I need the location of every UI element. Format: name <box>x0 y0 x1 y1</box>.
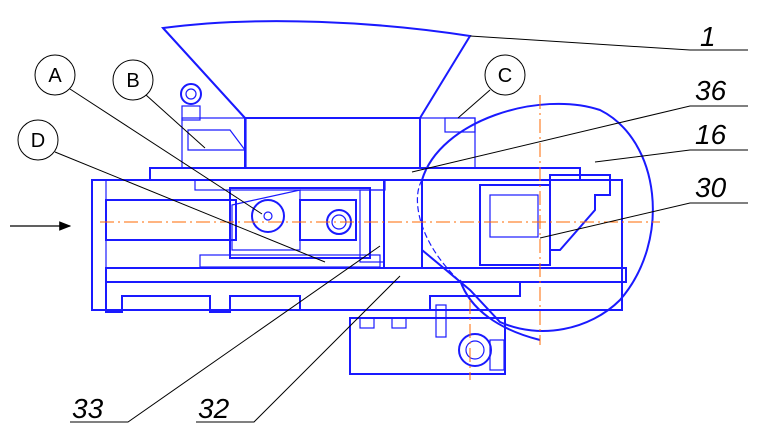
part-number-1: 1 <box>700 21 716 52</box>
leader-33: 33 <box>70 245 381 424</box>
hopper <box>160 20 472 169</box>
callout-a-label: A <box>48 65 62 87</box>
left-bracket <box>180 83 247 169</box>
leader-32: 32 <box>196 275 401 424</box>
part-number-30: 30 <box>695 172 727 203</box>
callout-b-label: B <box>126 70 139 92</box>
top-plate <box>149 167 581 181</box>
part-number-32: 32 <box>198 393 230 424</box>
leader-36: 36 <box>411 75 748 173</box>
part-number-16: 16 <box>695 119 727 150</box>
leader-16: 16 <box>594 119 748 163</box>
callout-a: A <box>34 54 263 215</box>
callout-d: D <box>17 119 326 263</box>
plunger-assembly <box>105 187 385 268</box>
main-housing <box>91 179 627 313</box>
callout-c-label: C <box>498 65 512 87</box>
part-number-33: 33 <box>72 393 104 424</box>
leader-1: 1 <box>469 21 748 52</box>
feed-block <box>383 179 423 269</box>
leader-30: 30 <box>539 172 748 239</box>
callout-c: C <box>457 54 526 119</box>
callout-d-label: D <box>31 130 45 152</box>
callout-b: B <box>112 59 206 149</box>
lower-attachment <box>349 304 506 375</box>
part-number-36: 36 <box>695 75 727 106</box>
